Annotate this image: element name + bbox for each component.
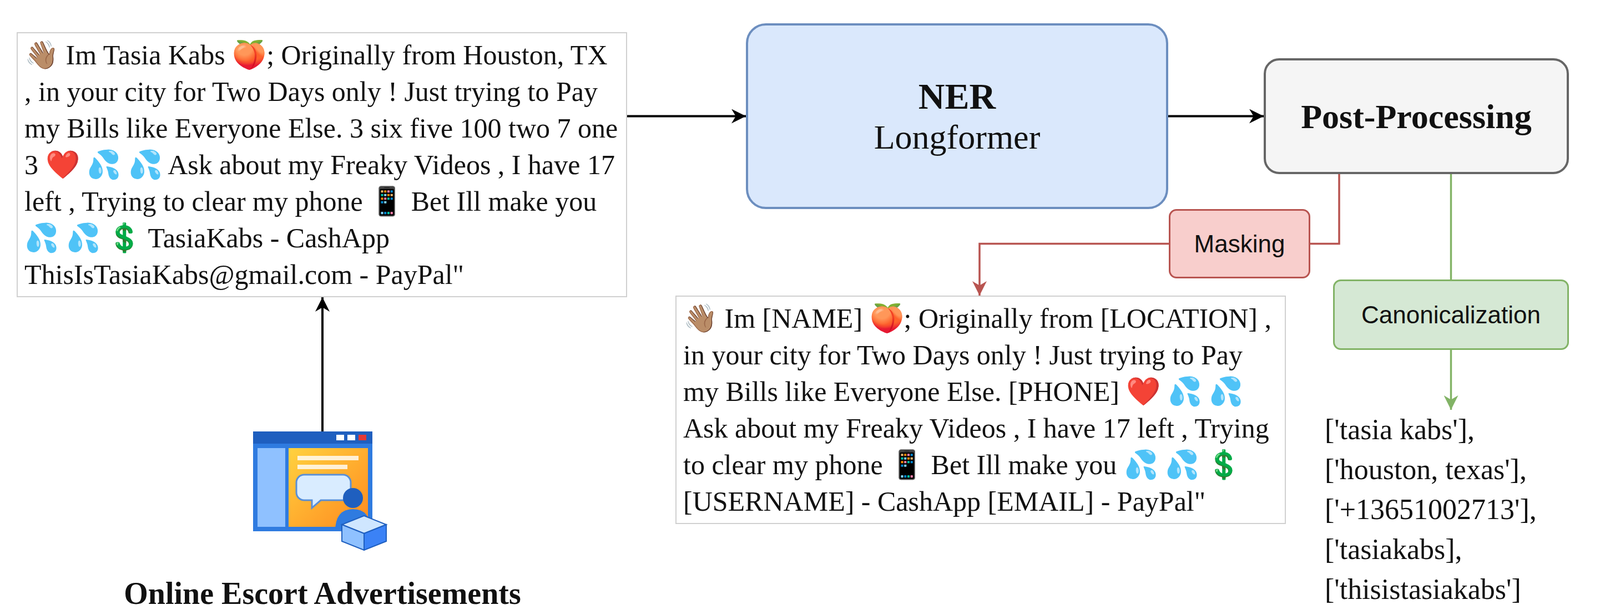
box-label: Canonicalization [1361,300,1541,330]
cube-right [364,525,387,551]
web-page-icon [253,431,390,552]
input-arrow [321,297,324,432]
window-frame [253,431,373,532]
cube-left [341,525,365,551]
output-entity: ['tasia kabs'], [1324,413,1475,447]
masking-line [1310,174,1340,245]
text-line [297,465,348,470]
box-label: Post-Processing [1300,96,1532,137]
step-label-box: Masking [1168,209,1311,279]
masking-arrow [979,244,1169,297]
masked-text-box: 👋🏽 Im [NAME] 🍑; Originally from [LOCATIO… [675,295,1286,525]
window-bar [253,431,373,444]
window-button [358,435,367,441]
window-button [336,435,345,441]
model-box: NERLongformer [745,23,1169,210]
text-line [297,456,359,461]
flow-arrow [1168,115,1264,118]
box-label: Longformer [874,117,1041,158]
process-box: Post-Processing [1263,58,1569,175]
caption-text: Online Escort Advertisements [44,577,600,611]
output-entity: ['thisistasiakabs'] [1324,573,1522,607]
input-text-box: 👋🏽 Im Tasia Kabs 🍑; Originally from Hous… [16,32,628,298]
body-text: 👋🏽 Im Tasia Kabs 🍑; Originally from Hous… [24,36,620,294]
output-entity: ['tasiakabs], [1324,533,1463,567]
box-label: Masking [1194,229,1286,259]
window-button [347,435,356,441]
canonical-line [1450,174,1453,280]
speech-bubble [296,475,351,509]
body-text: 👋🏽 Im [NAME] 🍑; Originally from [LOCATIO… [683,300,1279,521]
output-entity: ['houston, texas'], [1324,453,1527,487]
person-head [342,488,363,509]
source-icon-node: Online Escort Advertisements [44,431,600,611]
side-panel [257,448,286,528]
box-label: NER [918,76,996,118]
step-label-box: Canonicalization [1333,279,1569,351]
output-entity: ['+13651002713'], [1324,493,1537,527]
output-arrow [1450,350,1453,411]
flow-arrow [627,115,746,118]
